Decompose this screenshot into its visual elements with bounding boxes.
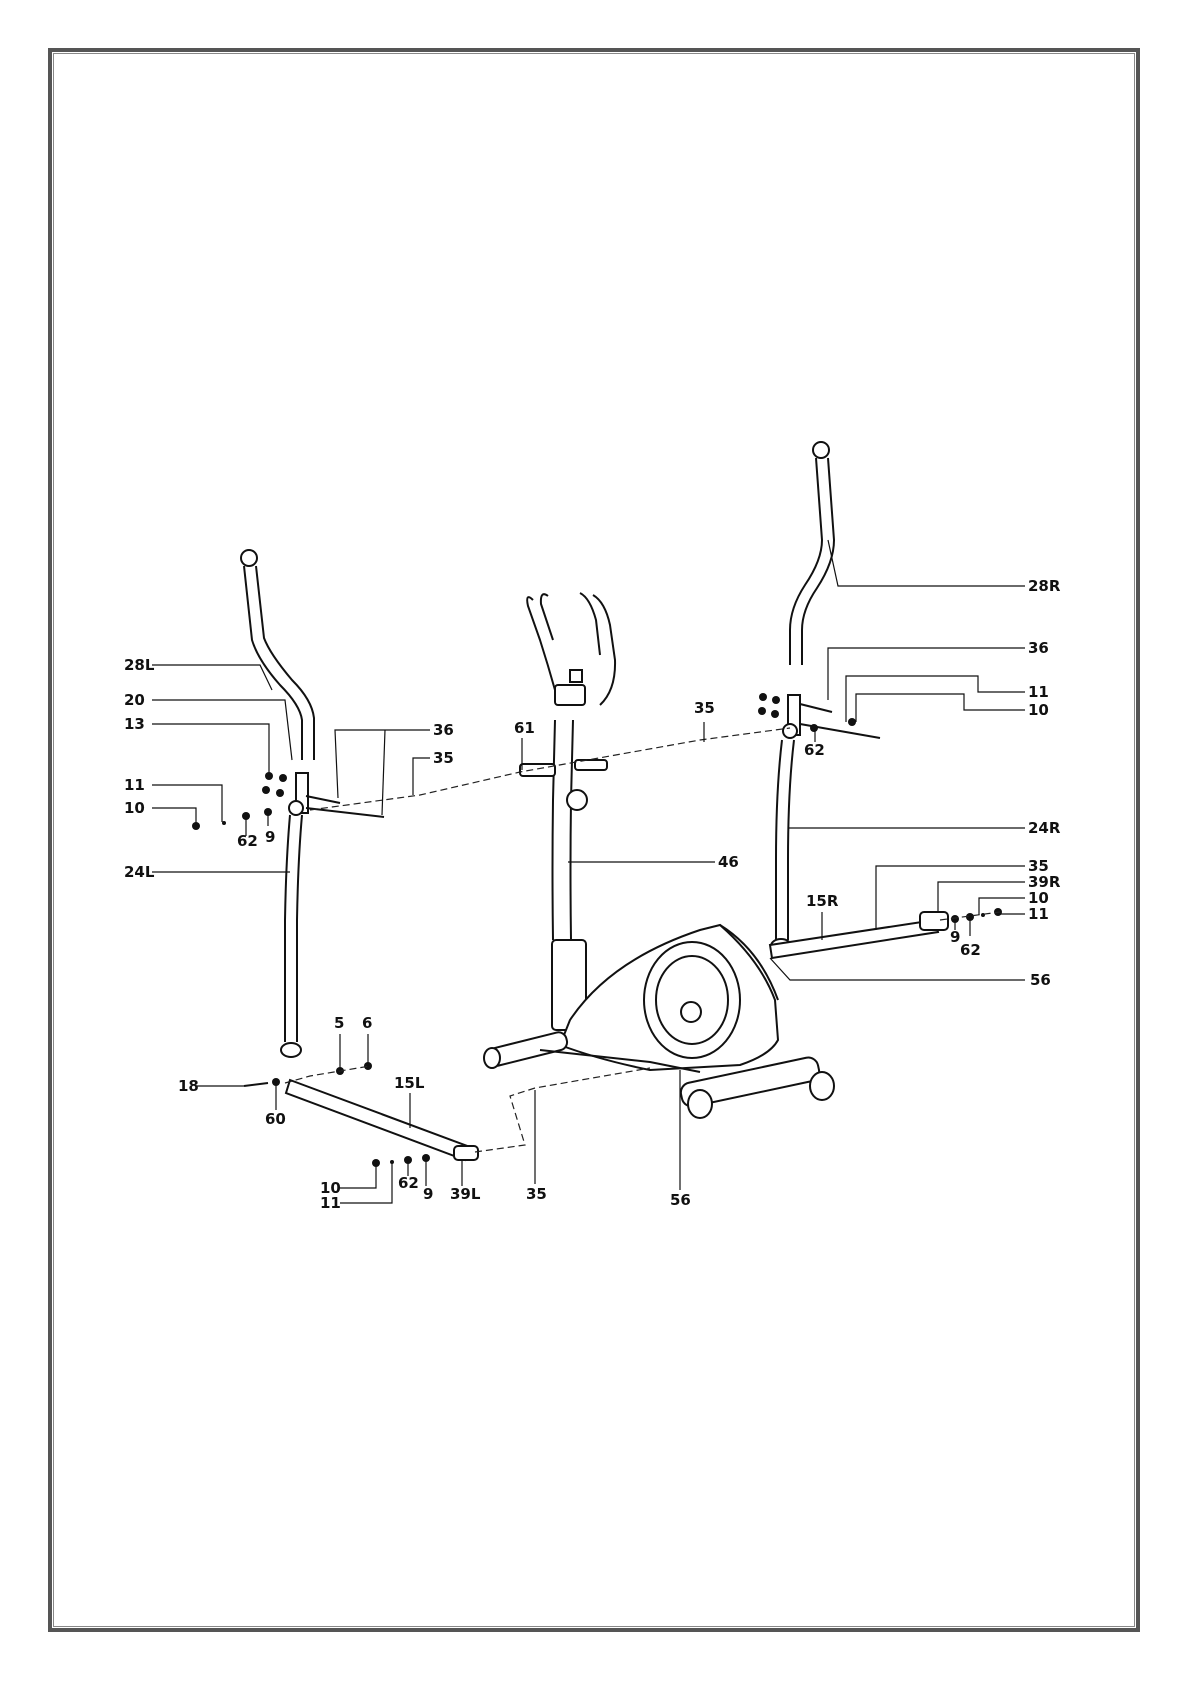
label-13: 13	[124, 715, 145, 733]
pedal-arm-24L	[281, 815, 302, 1057]
label-9-bottom: 9	[423, 1185, 433, 1203]
label-6: 6	[362, 1014, 372, 1032]
label-61: 61	[514, 719, 535, 737]
main-stem-46	[520, 720, 607, 1030]
label-20: 20	[124, 691, 145, 709]
label-15R: 15R	[806, 892, 839, 910]
label-56-bottom: 56	[670, 1191, 691, 1209]
label-62-bottom: 62	[398, 1174, 419, 1192]
label-39L: 39L	[450, 1185, 481, 1203]
leader-lines	[152, 540, 1025, 1203]
label-46: 46	[718, 853, 739, 871]
handlebar-28L	[241, 550, 314, 760]
label-36-left: 36	[433, 721, 454, 739]
axis-lower	[475, 1068, 650, 1152]
label-62-right: 62	[960, 941, 981, 959]
label-62-right-top: 62	[804, 741, 825, 759]
axis-left-rail	[285, 1066, 370, 1083]
label-18: 18	[178, 1077, 199, 1095]
right-pivot-bracket	[758, 693, 880, 738]
label-35-left: 35	[433, 749, 454, 767]
label-11-right-top: 11	[1028, 683, 1049, 701]
label-56-right: 56	[1030, 971, 1051, 989]
label-35-bottom: 35	[526, 1185, 547, 1203]
console-handle	[527, 593, 615, 705]
label-15L: 15L	[394, 1074, 425, 1092]
label-11-left: 11	[124, 776, 145, 794]
label-24L: 24L	[124, 863, 155, 881]
label-5: 5	[334, 1014, 344, 1032]
label-24R: 24R	[1028, 819, 1061, 837]
label-10-left: 10	[124, 799, 145, 817]
label-60: 60	[265, 1110, 286, 1128]
label-36-right: 36	[1028, 639, 1049, 657]
pedal-arm-24R	[771, 740, 794, 953]
label-35-center: 35	[694, 699, 715, 717]
left-pivot-bracket	[192, 772, 384, 830]
label-9-right: 9	[950, 928, 960, 946]
label-9-left: 9	[265, 828, 275, 846]
label-28L: 28L	[124, 656, 155, 674]
label-11-right: 11	[1028, 905, 1049, 923]
label-28R: 28R	[1028, 577, 1061, 595]
label-11-bottom: 11	[320, 1194, 341, 1212]
label-62-left: 62	[237, 832, 258, 850]
handlebar-28R	[790, 442, 834, 665]
callout-labels: 28L 20 13 11 10 62 9 24L 36 35 61 35 28R…	[124, 577, 1061, 1212]
label-10-right-top: 10	[1028, 701, 1049, 719]
